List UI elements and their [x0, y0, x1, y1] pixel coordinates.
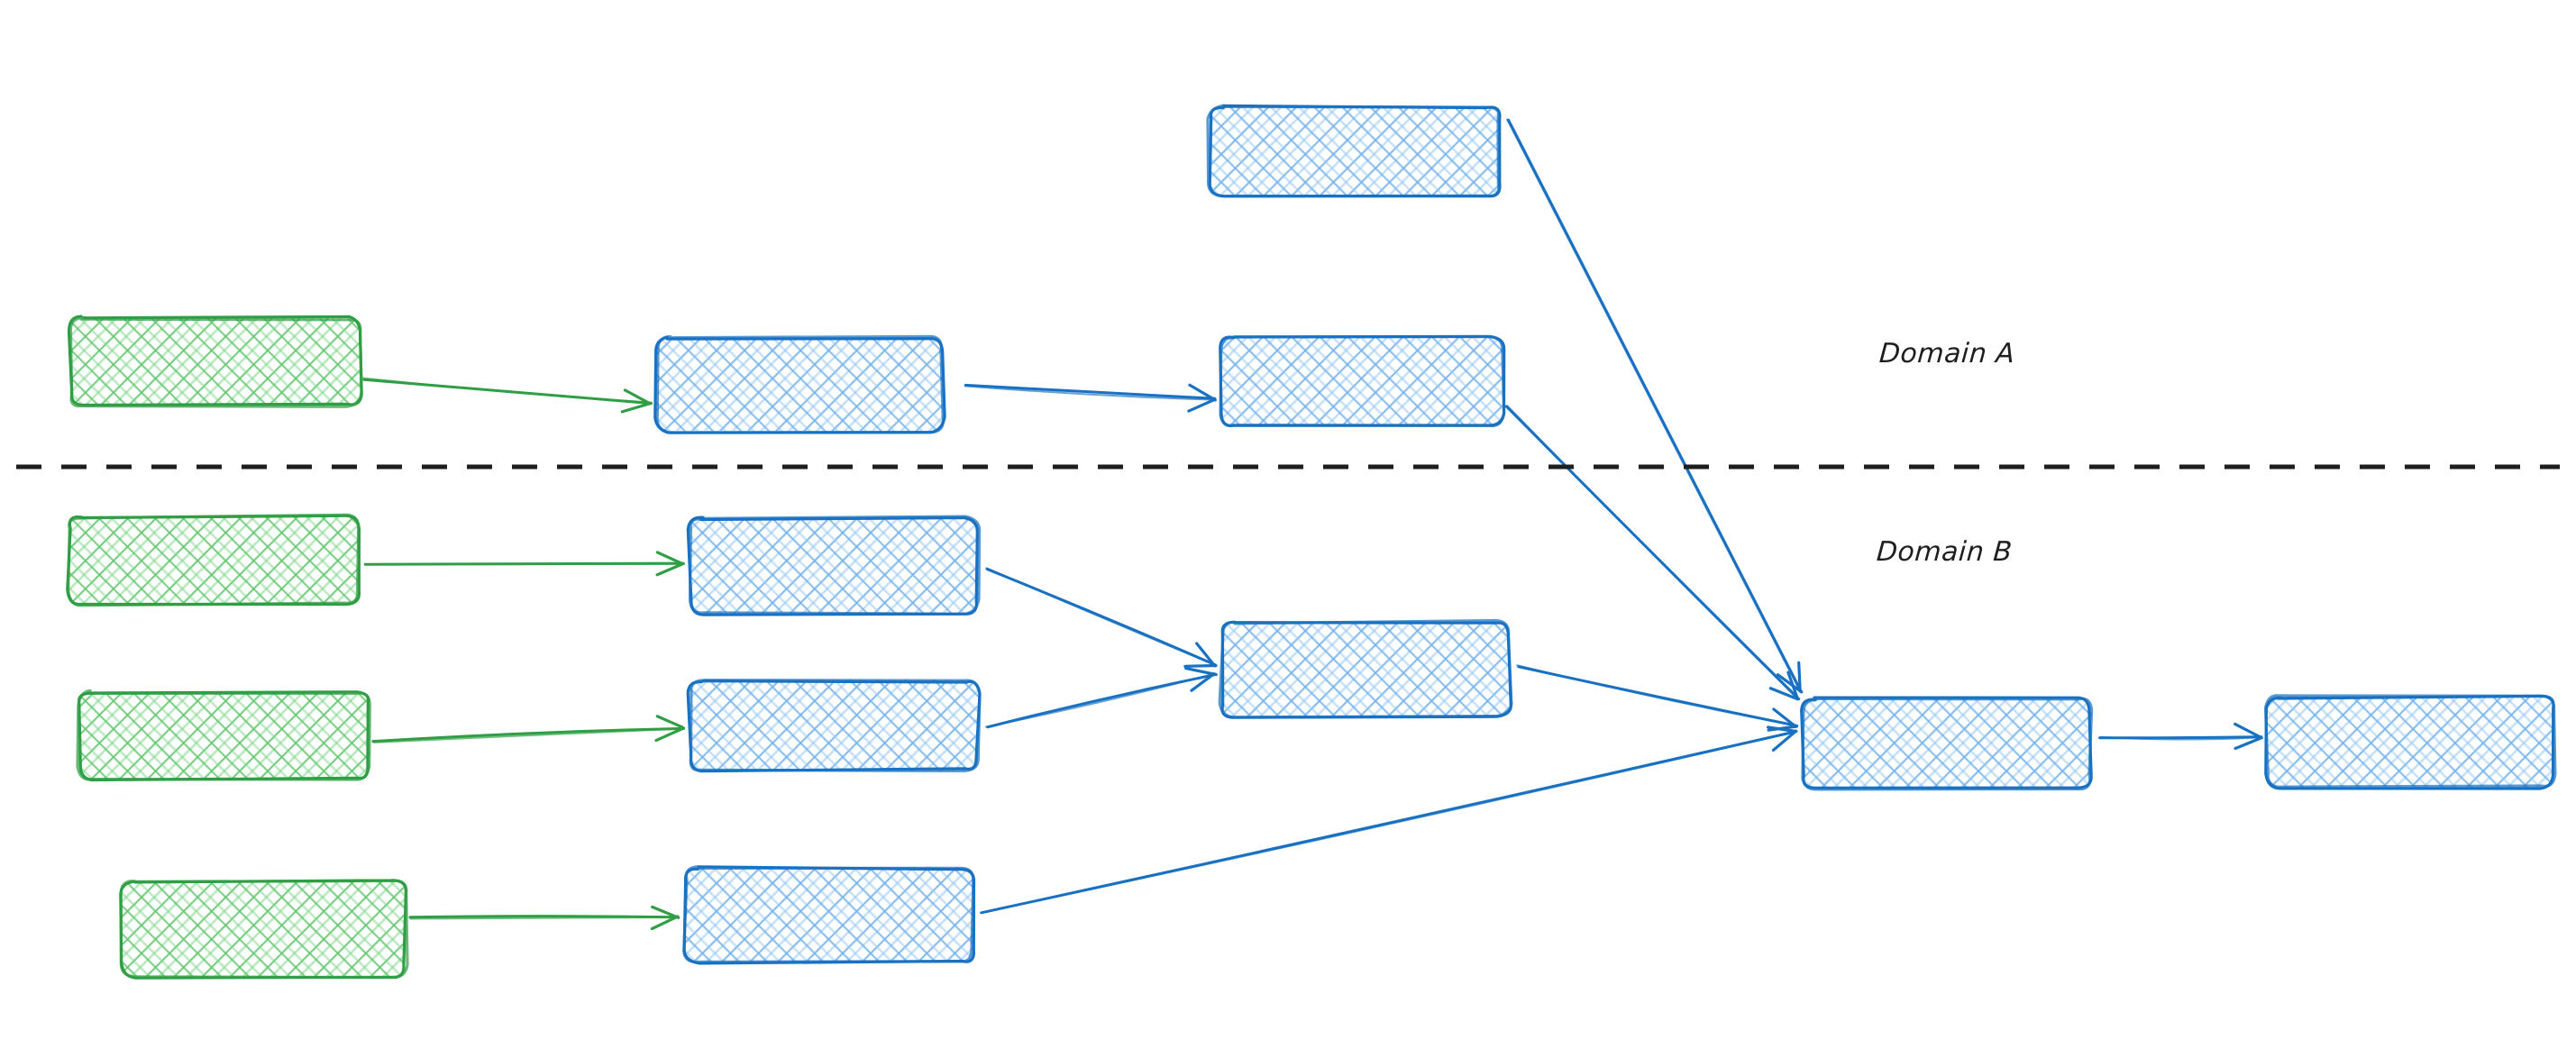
- flow-arrow[interactable]: [984, 667, 1218, 729]
- flow-arrow[interactable]: [1516, 664, 1799, 732]
- node-layer: [66, 104, 2557, 980]
- blue-process-node[interactable]: [2263, 694, 2557, 790]
- blue-process-node[interactable]: [1206, 104, 1502, 198]
- flow-arrow[interactable]: [1506, 118, 1804, 694]
- domain-b-label: Domain B: [1875, 536, 2014, 568]
- blue-process-node[interactable]: [686, 679, 982, 773]
- flow-arrow[interactable]: [2098, 722, 2263, 751]
- blue-process-node[interactable]: [686, 515, 982, 616]
- blue-process-node[interactable]: [1800, 696, 2094, 791]
- flow-arrow[interactable]: [980, 725, 1798, 915]
- edge-layer: [361, 118, 2263, 931]
- blue-process-node[interactable]: [682, 865, 976, 965]
- flow-arrow[interactable]: [1504, 405, 1801, 701]
- green-source-node[interactable]: [76, 689, 371, 782]
- green-source-node[interactable]: [119, 879, 409, 980]
- green-source-node[interactable]: [66, 513, 361, 607]
- flow-arrow[interactable]: [985, 567, 1218, 668]
- flow-arrow[interactable]: [371, 715, 686, 743]
- domain-a-label: Domain A: [1877, 338, 2016, 369]
- blue-process-node[interactable]: [1219, 334, 1506, 428]
- flow-arrow[interactable]: [408, 905, 681, 931]
- flow-arrow[interactable]: [361, 377, 653, 414]
- flow-arrow[interactable]: [363, 551, 685, 577]
- flow-arrow[interactable]: [964, 383, 1217, 413]
- blue-process-node[interactable]: [1218, 618, 1513, 719]
- blue-process-node[interactable]: [653, 334, 946, 434]
- green-source-node[interactable]: [67, 315, 363, 408]
